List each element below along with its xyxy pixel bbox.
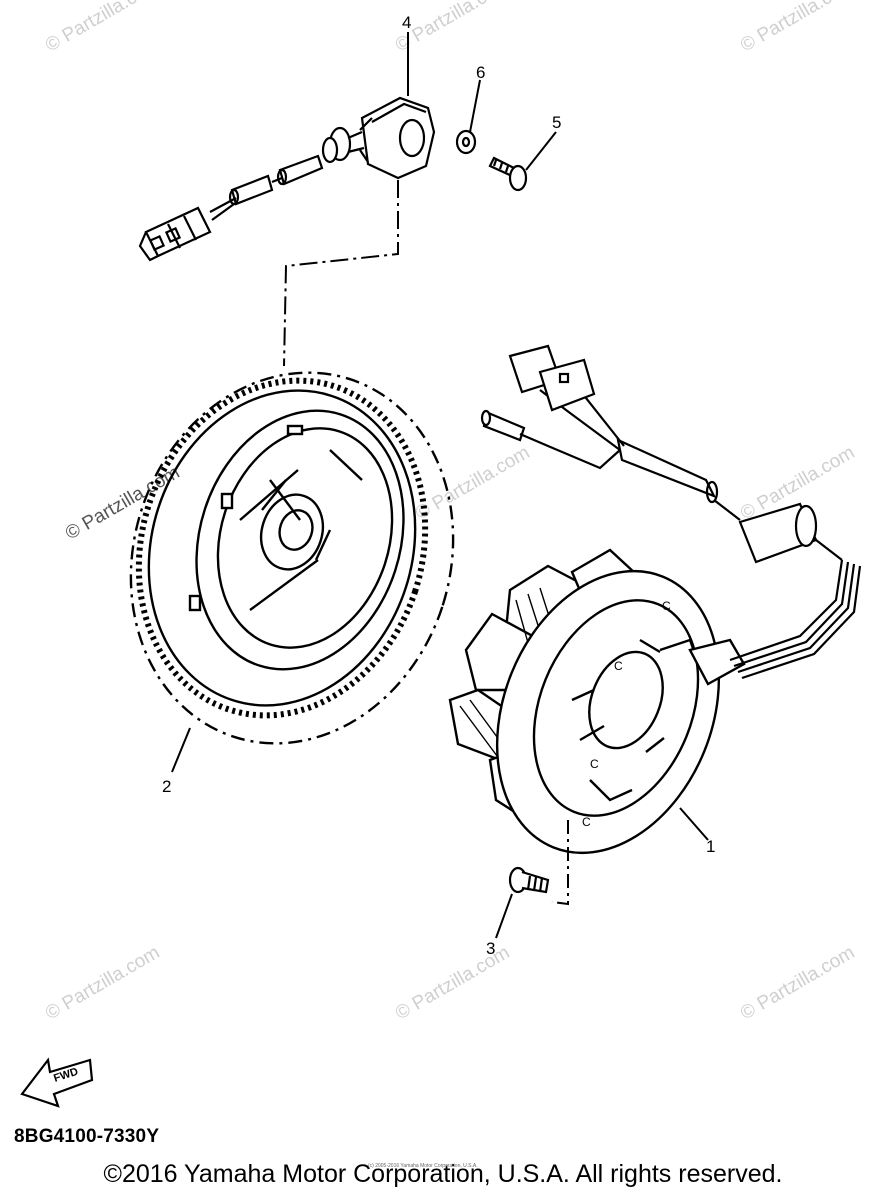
tiny-credit: (c) 2005-2016 Yamaha Motor Corporation, … <box>368 1163 478 1169</box>
screw-3 <box>508 866 550 894</box>
callout-2: 2 <box>162 777 171 796</box>
stator-mark: C <box>614 659 623 673</box>
watermark: © Partzilla.com <box>62 462 183 544</box>
washer <box>455 129 477 155</box>
pickup-coil-assembly <box>138 96 436 262</box>
callout-5: 5 <box>552 113 561 132</box>
watermark: © Partzilla.com <box>412 442 533 524</box>
callout-3: 3 <box>486 939 495 958</box>
callout-4: 4 <box>402 13 411 32</box>
stator-harness <box>480 344 862 680</box>
stator-assembly: C C C C <box>448 548 746 855</box>
callouts: 4 6 5 2 1 3 <box>162 13 715 958</box>
stator-mark: C <box>582 815 591 829</box>
fwd-arrow: FWD <box>20 1057 94 1108</box>
callout-6: 6 <box>476 63 485 82</box>
stator-mark: C <box>590 757 599 771</box>
copyright-notice: ©2016 Yamaha Motor Corporation, U.S.A. A… <box>103 1160 783 1188</box>
screw-5 <box>488 156 528 192</box>
stator-mark: C <box>662 599 671 613</box>
watermark: © Partzilla.com <box>737 942 858 1024</box>
watermark: © Partzilla.com <box>42 0 163 56</box>
watermark: © Partzilla.com <box>737 0 858 56</box>
flywheel-rotor <box>129 371 455 745</box>
watermark: © Partzilla.com <box>42 942 163 1024</box>
drawing-code: 8BG4100-7330Y <box>14 1126 160 1147</box>
leader-lines <box>171 32 709 939</box>
callout-1: 1 <box>706 837 715 856</box>
